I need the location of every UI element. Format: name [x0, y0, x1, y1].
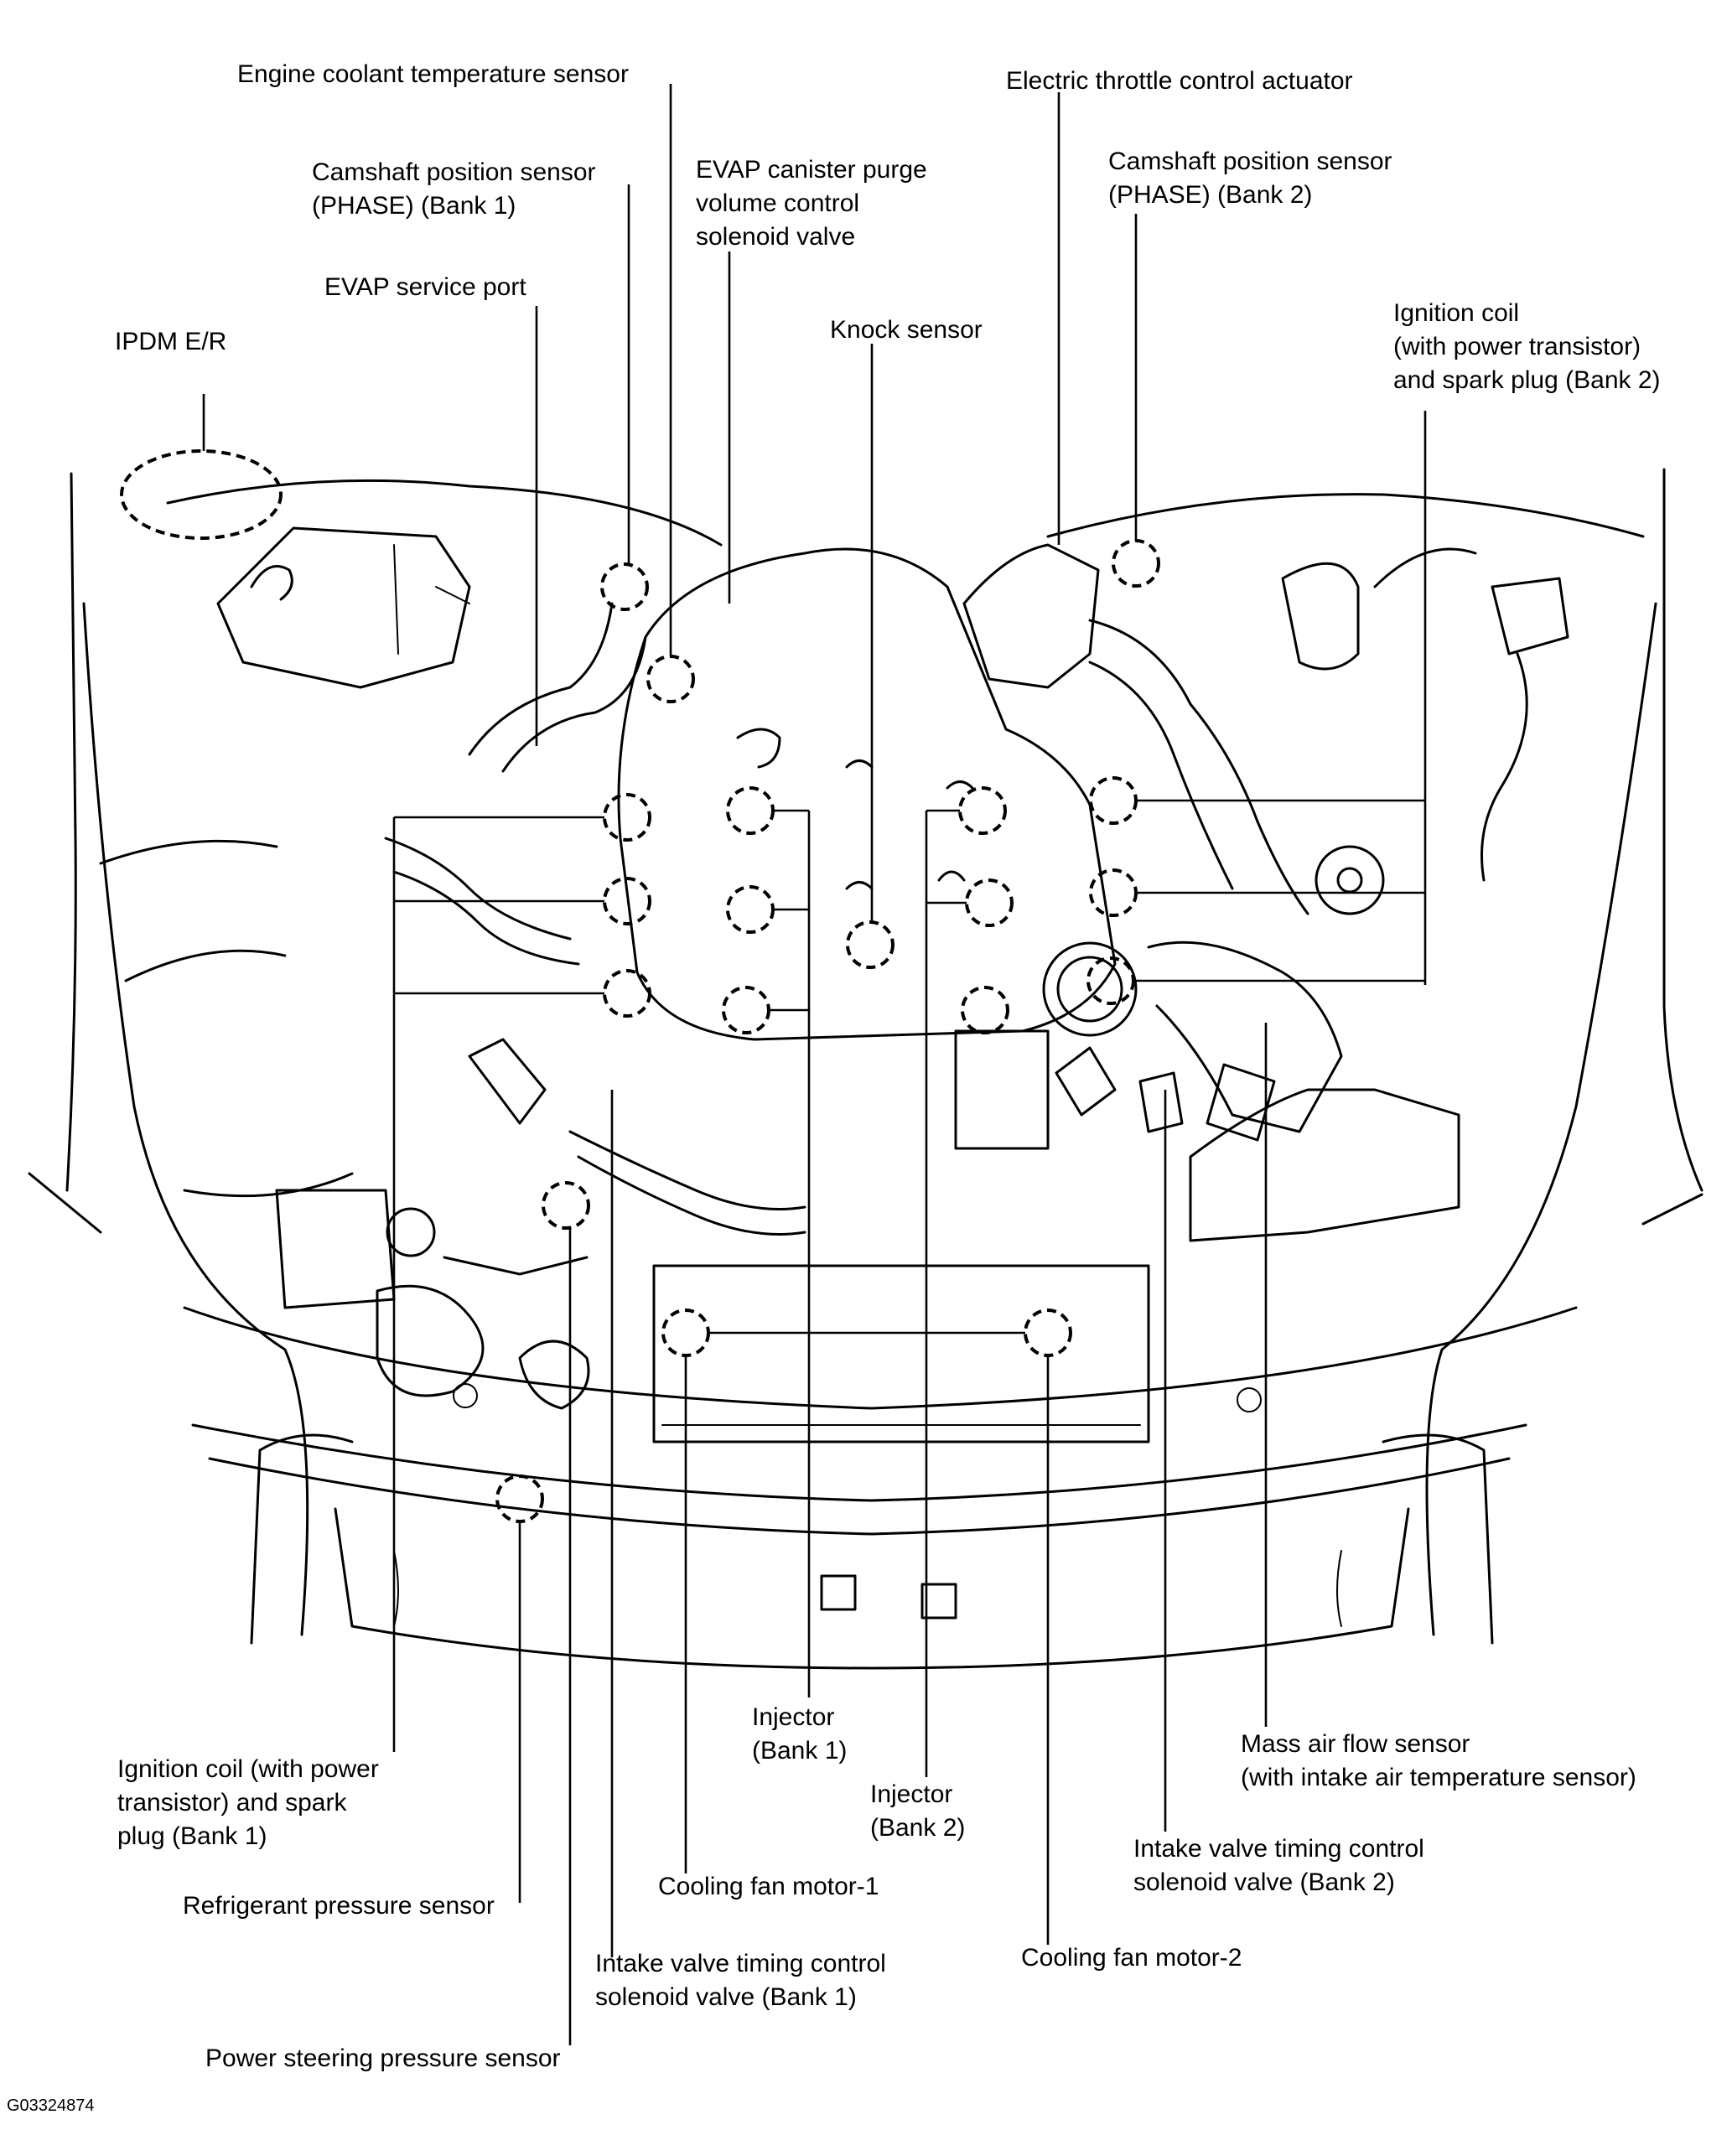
label-evap-canister-purge-volume-control-solenoid-valve: EVAP canister purge volume control solen…: [696, 156, 934, 251]
label-cooling-fan-motor-1: Cooling fan motor-1: [658, 1873, 879, 1900]
marker-power-steering-sensor: [542, 1181, 590, 1230]
marker-injector-bank1-b: [726, 885, 775, 934]
marker-ignition-coil-bank2-a: [1089, 776, 1138, 825]
marker-injector-bank2-b: [965, 878, 1014, 927]
marker-ignition-coil-bank1-c: [603, 969, 651, 1018]
marker-engine-coolant-temp-sensor: [646, 655, 695, 703]
label-injector-bank2: Injector (Bank 2): [870, 1780, 965, 1842]
marker-ipdm-er: [120, 449, 283, 540]
component-labels: Engine coolant temperature sensor Camsha…: [7, 60, 1661, 2115]
marker-cooling-fan-motor-2: [1024, 1309, 1072, 1357]
label-refrigerant-pressure-sensor: Refrigerant pressure sensor: [183, 1892, 495, 1920]
marker-injector-bank2-c: [961, 986, 1009, 1034]
leader-lines: [202, 84, 1427, 2045]
marker-injector-bank1-a: [726, 786, 775, 835]
marker-camshaft-sensor-bank2: [1112, 539, 1160, 588]
marker-ignition-coil-bank1-a: [603, 793, 651, 842]
marker-ignition-coil-bank1-b: [603, 877, 651, 925]
marker-ignition-coil-bank2-b: [1089, 868, 1138, 917]
label-ipdm-er: IPDM E/R: [115, 328, 226, 355]
marker-refrigerant-sensor: [495, 1474, 544, 1523]
label-intake-valve-timing-bank2: Intake valve timing control solenoid val…: [1133, 1835, 1431, 1896]
label-cooling-fan-motor-2: Cooling fan motor-2: [1021, 1944, 1242, 1972]
label-electric-throttle-control-actuator: Electric throttle control actuator: [1006, 67, 1353, 95]
label-mass-air-flow-sensor: Mass air flow sensor (with intake air te…: [1241, 1730, 1636, 1791]
marker-injector-bank1-c: [722, 986, 770, 1034]
component-markers: [120, 449, 1160, 1523]
label-injector-bank1: Injector (Bank 1): [752, 1703, 847, 1765]
label-evap-service-port: EVAP service port: [324, 273, 526, 301]
label-engine-coolant-temperature-sensor: Engine coolant temperature sensor: [237, 60, 629, 88]
label-ignition-coil-bank1: Ignition coil (with power transistor) an…: [117, 1755, 386, 1850]
label-knock-sensor: Knock sensor: [830, 316, 983, 344]
marker-cooling-fan-motor-1: [661, 1309, 710, 1357]
marker-knock-sensor: [846, 920, 895, 969]
label-ignition-coil-bank2: Ignition coil (with power transistor) an…: [1393, 299, 1661, 394]
marker-camshaft-sensor-bank1: [600, 562, 649, 611]
label-camshaft-position-sensor-bank1: Camshaft position sensor (PHASE) (Bank 1…: [312, 158, 603, 220]
marker-injector-bank2-a: [958, 786, 1007, 835]
engine-bay-drawing: [28, 468, 1703, 1670]
label-intake-valve-timing-bank1: Intake valve timing control solenoid val…: [595, 1950, 893, 2011]
label-power-steering-pressure-sensor: Power steering pressure sensor: [205, 2045, 561, 2072]
label-camshaft-position-sensor-bank2: Camshaft position sensor (PHASE) (Bank 2…: [1108, 148, 1399, 209]
diagram-code: G03324874: [7, 2096, 95, 2115]
